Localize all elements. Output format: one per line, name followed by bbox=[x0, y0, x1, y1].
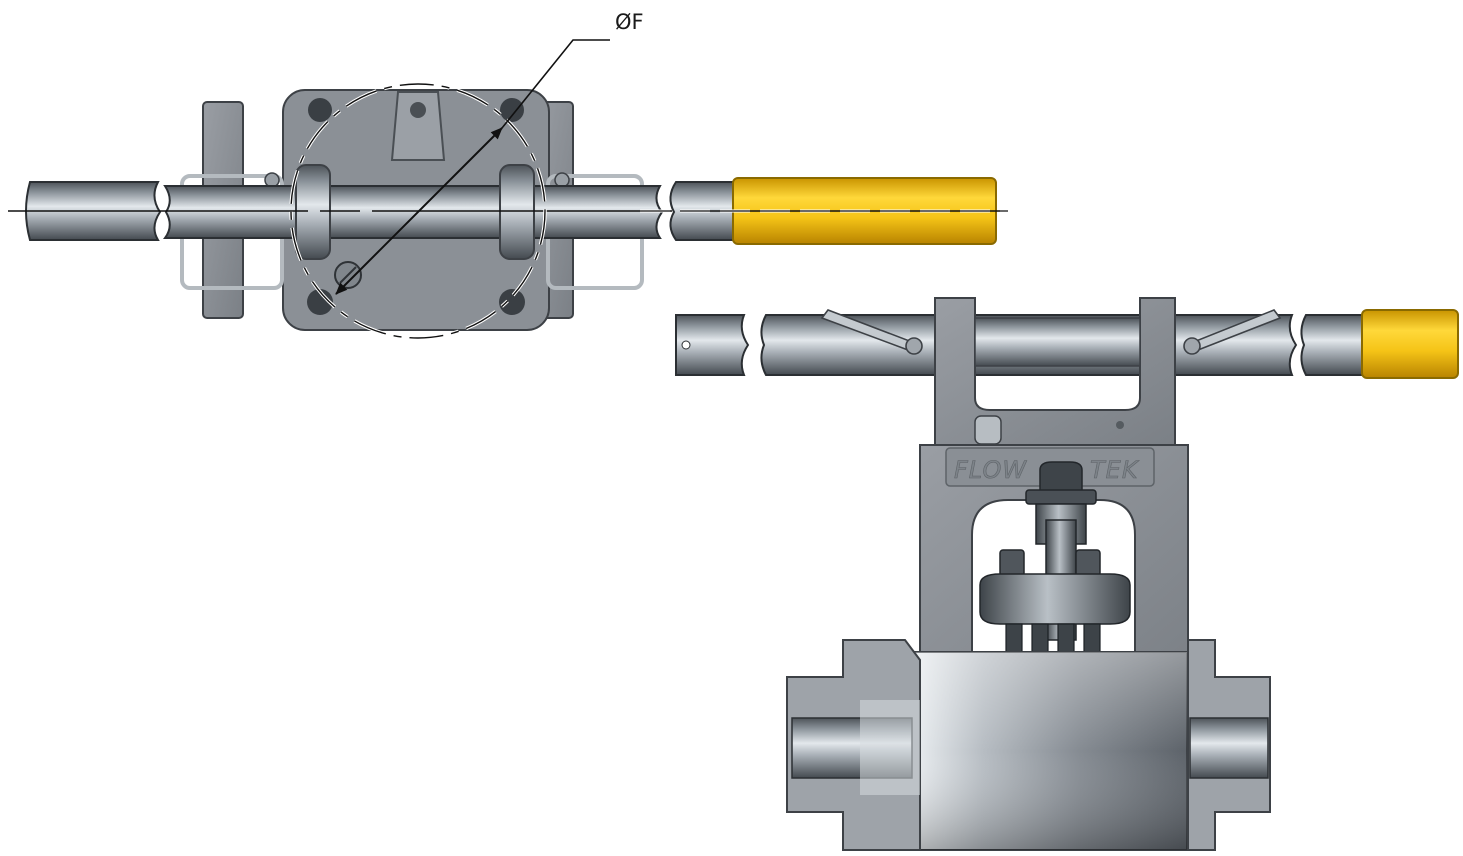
stop-pin bbox=[974, 415, 1002, 445]
dimension-leader-line bbox=[501, 39, 610, 129]
dimension-label-diameter-f: ØF bbox=[615, 10, 644, 34]
stem-nut bbox=[1039, 461, 1083, 493]
brand-mark-right: TEK bbox=[1090, 456, 1140, 484]
rod-collar-left bbox=[295, 164, 331, 260]
gland-bolt-right bbox=[1075, 549, 1101, 577]
gland-bolt-left bbox=[999, 549, 1025, 577]
gland-flange bbox=[979, 573, 1131, 625]
side-rod-right-segment bbox=[1300, 314, 1371, 376]
side-rod-left-stub bbox=[675, 314, 750, 376]
side-view: FLOW TEK bbox=[675, 297, 1459, 851]
rod-collar-right bbox=[499, 164, 535, 260]
bolt-holes bbox=[307, 98, 525, 315]
side-handle-grip-yellow bbox=[1361, 309, 1459, 379]
top-view: ØF bbox=[8, 10, 1008, 340]
brand-mark-left: FLOW bbox=[954, 456, 1027, 484]
diameter-dimension-arrow bbox=[335, 127, 503, 295]
top-rod-center bbox=[163, 185, 664, 239]
